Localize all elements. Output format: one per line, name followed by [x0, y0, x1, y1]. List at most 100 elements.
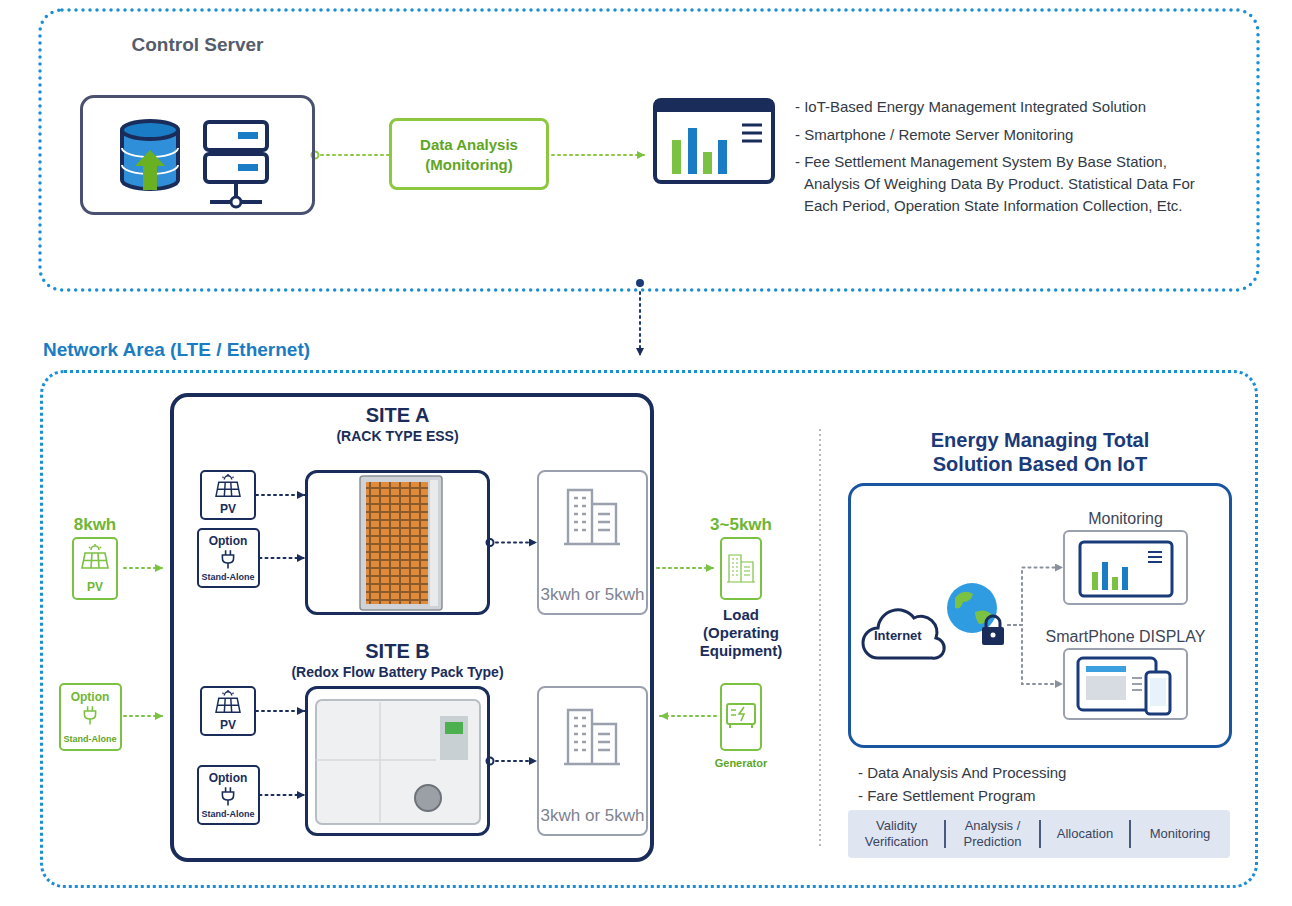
text-slot: SmartPhone DISPLAY — [1046, 628, 1206, 646]
text-slot: Stand-Alone — [199, 566, 258, 584]
standalone-box: OptionStand-Alone — [197, 765, 260, 825]
node-label: Monitoring — [1088, 510, 1163, 528]
plug-icon — [222, 550, 233, 568]
server-icon — [238, 132, 258, 139]
redox-battery-illustration — [445, 722, 463, 734]
generator-box: Generator — [720, 683, 762, 751]
feature-bar — [848, 810, 1230, 858]
chart-icon — [655, 100, 773, 182]
table-cell-text: Allocation — [1040, 826, 1130, 842]
text-slot: Stand-Alone — [199, 803, 258, 821]
plug-icon — [84, 706, 95, 724]
solar-panel-icon — [216, 690, 240, 712]
table-cell: Allocation — [1040, 826, 1130, 842]
bullet-note: - Smartphone / Remote Server Monitoring — [795, 124, 1255, 146]
flow-arrow — [552, 154, 645, 156]
smartphone-icon — [1078, 658, 1156, 710]
generator-icon — [727, 704, 755, 724]
pv-source-box: 8kwhPV — [72, 537, 118, 600]
node-sublabel: Stand-Alone — [202, 809, 255, 819]
plug-icon — [84, 706, 95, 724]
text-slot: Network Area (LTE / Ethernet) — [43, 339, 310, 361]
standalone-box: OptionStand-Alone — [59, 683, 122, 751]
text-slot: Option — [199, 531, 258, 549]
redox-battery-illustration — [440, 716, 468, 760]
globe-icon — [947, 583, 997, 633]
plug-icon — [222, 787, 233, 805]
redox-battery-illustration — [316, 700, 480, 824]
text-slot: (Redox Flow Battery Pack Type) — [291, 663, 503, 681]
dotted-connector — [260, 557, 306, 559]
chart-icon — [688, 128, 697, 174]
solar-panel-icon — [216, 474, 240, 496]
table-cell-text: Validity Verification — [848, 818, 945, 850]
text-slot: Option — [61, 687, 120, 705]
chart-icon — [703, 152, 712, 174]
node-label: Control Server — [132, 34, 264, 56]
globe-icon — [947, 583, 997, 633]
smartphone-icon — [1150, 678, 1166, 706]
power-arrow — [660, 715, 716, 717]
display-box: SmartPhone DISPLAY — [1063, 648, 1188, 720]
site-group-frame — [172, 395, 652, 860]
region-link — [636, 279, 644, 287]
bullet-note-text: - IoT-Based Energy Management Integrated… — [795, 96, 1255, 118]
table-cell: Monitoring — [1130, 826, 1230, 842]
text-slot: Energy Managing Total Solution Based On … — [890, 428, 1190, 476]
region-link — [639, 292, 641, 356]
table-cell-text: Monitoring — [1130, 826, 1230, 842]
power-arrow — [657, 567, 714, 569]
text-slot: Stand-Alone — [61, 728, 120, 746]
network-region: Network Area (LTE / Ethernet)8kwhPVOptio… — [40, 370, 1258, 888]
power-arrow — [124, 715, 163, 717]
text-slot: Data Analysis (Monitoring) — [392, 135, 546, 174]
monitor-icon — [1080, 542, 1172, 596]
chart-icon — [655, 100, 773, 112]
process-box: Data Analysis (Monitoring) — [389, 118, 549, 190]
server-icon — [231, 197, 241, 207]
monitor-icon — [1112, 577, 1118, 590]
chart-icon — [718, 140, 727, 174]
dotted-connector — [315, 154, 389, 156]
bullet-note-text: - Fee Settlement Management System By Ba… — [804, 151, 1225, 217]
table-cell: Validity Verification — [848, 818, 945, 850]
text-slot: Monitoring — [1088, 510, 1163, 528]
database-icon — [135, 150, 165, 190]
monitor-icon — [1102, 562, 1108, 590]
dotted-connector — [490, 760, 537, 762]
cloud-icon — [863, 610, 944, 658]
text-slot: SITE B — [365, 640, 429, 663]
solar-panel-icon — [82, 544, 108, 568]
pv-box: PV — [200, 470, 256, 520]
bullet-note-text: - Fare Settlement Program — [858, 785, 1228, 807]
node-label: Option — [71, 691, 110, 705]
generator-icon — [730, 724, 752, 728]
bullet-note: - Data Analysis And Processing — [858, 762, 1228, 784]
dotted-connector — [260, 794, 306, 796]
table-cell-text: Analysis / Prediction — [945, 818, 1040, 850]
building-icon — [564, 490, 620, 544]
node-sublabel: (Redox Flow Battery Pack Type) — [291, 664, 503, 680]
node-label: Generator — [715, 757, 768, 769]
text-slot: 8kwh — [74, 515, 117, 535]
node-sublabel: Load (Operating Equipment) — [691, 606, 791, 660]
text-slot: SITE A — [366, 404, 430, 427]
redox-battery-illustration — [415, 785, 441, 811]
building-box: 3kwh or 5kwh — [537, 686, 648, 836]
rack-ess-illustration — [360, 476, 442, 610]
solar-panel-icon — [82, 544, 108, 568]
chart-icon — [672, 140, 681, 174]
solution-panel: Energy Managing Total Solution Based On … — [848, 483, 1232, 748]
server-icon — [205, 122, 267, 207]
database-icon — [122, 121, 178, 190]
server-icon — [205, 122, 267, 150]
rack-ess-illustration — [366, 482, 428, 604]
node-label: 3kwh or 5kwh — [541, 585, 645, 605]
solar-panel-icon — [216, 474, 240, 712]
text-slot: PV — [202, 499, 254, 517]
node-sublabel: Stand-Alone — [64, 734, 117, 744]
load-box: 3~5kwhLoad (Operating Equipment) — [720, 537, 762, 600]
power-arrow — [124, 568, 716, 716]
node-label: PV — [220, 719, 236, 733]
dotted-connector — [256, 494, 305, 496]
